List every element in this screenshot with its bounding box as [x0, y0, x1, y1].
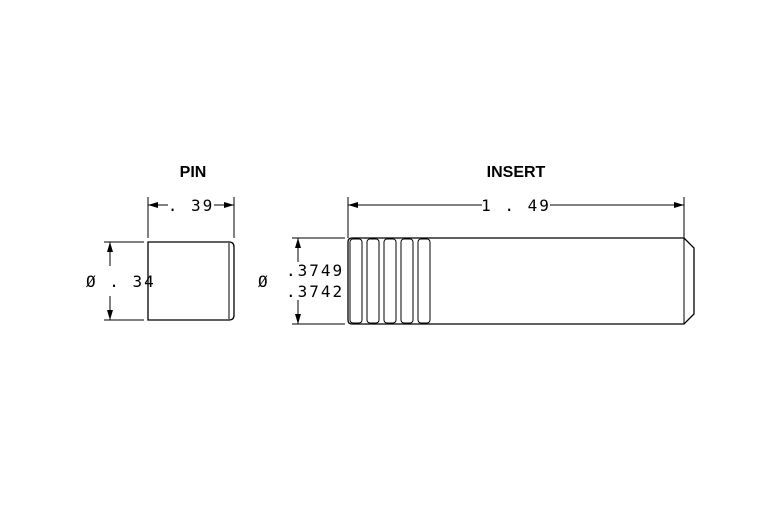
pin-length-label: . 39 — [168, 196, 215, 215]
insert-diameter-symbol: Ø — [258, 272, 270, 291]
pin-arrowhead-right — [224, 202, 234, 208]
insert-arrowhead-bottom — [295, 314, 301, 324]
pin-arrowhead-left — [148, 202, 158, 208]
insert-grooves — [349, 238, 431, 324]
pin-diameter-label: Ø . 34 — [86, 272, 156, 291]
insert-groove — [417, 238, 431, 324]
insert-arrowhead-left — [348, 202, 358, 208]
insert-groove — [349, 238, 363, 324]
insert-diameter-min: .3742 — [286, 282, 344, 301]
pin-title: PIN — [180, 164, 207, 181]
insert-arrowhead-right — [674, 202, 684, 208]
insert-diameter-max: .3749 — [286, 261, 344, 280]
pin-body — [147, 241, 235, 321]
insert-title: INSERT — [487, 164, 546, 181]
insert-groove — [383, 238, 397, 324]
insert-body — [347, 237, 695, 325]
pin-arrowhead-top — [107, 242, 113, 252]
insert-groove — [400, 238, 414, 324]
insert-outline — [347, 237, 695, 325]
insert-length-dimension: 1 . 49 — [347, 196, 685, 238]
pin-outline — [147, 241, 235, 321]
insert-length-label: 1 . 49 — [481, 196, 551, 215]
pin-length-dimension: . 39 — [147, 196, 235, 238]
pin-arrowhead-bottom — [107, 310, 113, 320]
insert-groove — [366, 238, 380, 324]
pin-diameter-dimension: Ø . 34 — [86, 241, 156, 321]
insert-arrowhead-top — [295, 238, 301, 248]
insert-diameter-dimension: Ø .3749 .3742 — [258, 237, 345, 325]
